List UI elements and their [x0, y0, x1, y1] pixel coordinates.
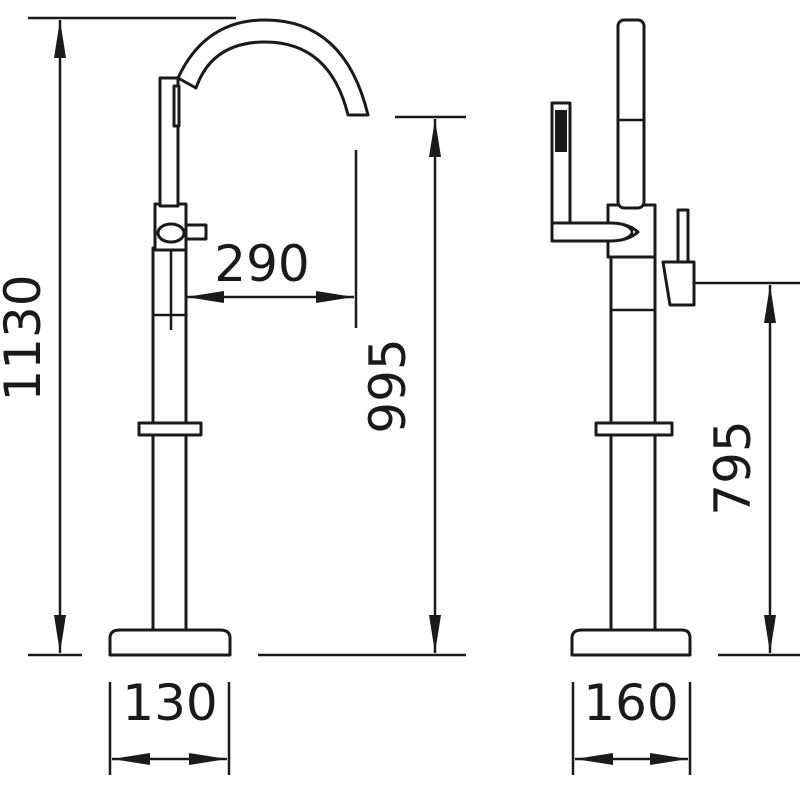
arrow-right-290: [316, 291, 354, 303]
arrow-left-130: [112, 753, 150, 765]
front-view: [108, 18, 370, 657]
front-base-plate: [108, 628, 232, 657]
arrow-right-160: [650, 753, 688, 765]
side-lever-arm: [676, 208, 690, 267]
front-mixer-knob: [184, 223, 208, 241]
dimension-handle-height: 795: [694, 281, 800, 657]
front-knob-ring: [156, 222, 186, 244]
dimension-base-front: 130: [108, 674, 231, 775]
side-base-plate: [570, 628, 692, 657]
dim-label-1130: 1130: [0, 274, 52, 401]
dimension-spout-reach: 290: [186, 235, 354, 303]
side-shower-grip: [555, 110, 567, 152]
dim-label-795: 795: [704, 420, 762, 515]
dimension-total-height: 1130: [0, 16, 236, 657]
arrow-up-995: [429, 119, 441, 157]
side-riser-tube: [616, 18, 646, 210]
side-view: [550, 18, 696, 657]
dimension-spout-height: 995: [258, 115, 466, 657]
arrow-up-795: [764, 285, 776, 323]
arrow-down-795: [764, 615, 776, 653]
side-lever-handle: [661, 260, 696, 307]
front-handshower-clip: [172, 84, 181, 128]
side-collar: [594, 421, 674, 437]
front-upper-column: [151, 246, 188, 425]
dimension-base-side: 160: [571, 674, 692, 775]
side-lower-column: [609, 431, 657, 632]
dim-label-995: 995: [359, 338, 417, 433]
arrow-up-1130: [54, 20, 66, 58]
dim-label-130: 130: [122, 674, 217, 732]
side-holder-ring: [623, 223, 634, 241]
side-shower-holder: [550, 221, 640, 243]
arrow-down-1130: [54, 615, 66, 653]
arrow-right-130: [189, 753, 227, 765]
arrow-left-290: [186, 291, 224, 303]
front-lower-column: [151, 431, 188, 632]
side-upper-column: [609, 253, 657, 425]
dim-label-290: 290: [214, 235, 309, 293]
arrow-down-995: [429, 615, 441, 653]
dim-label-160: 160: [583, 674, 678, 732]
front-collar: [137, 421, 203, 437]
arrow-left-160: [575, 753, 613, 765]
front-spout-arc: [176, 18, 370, 117]
